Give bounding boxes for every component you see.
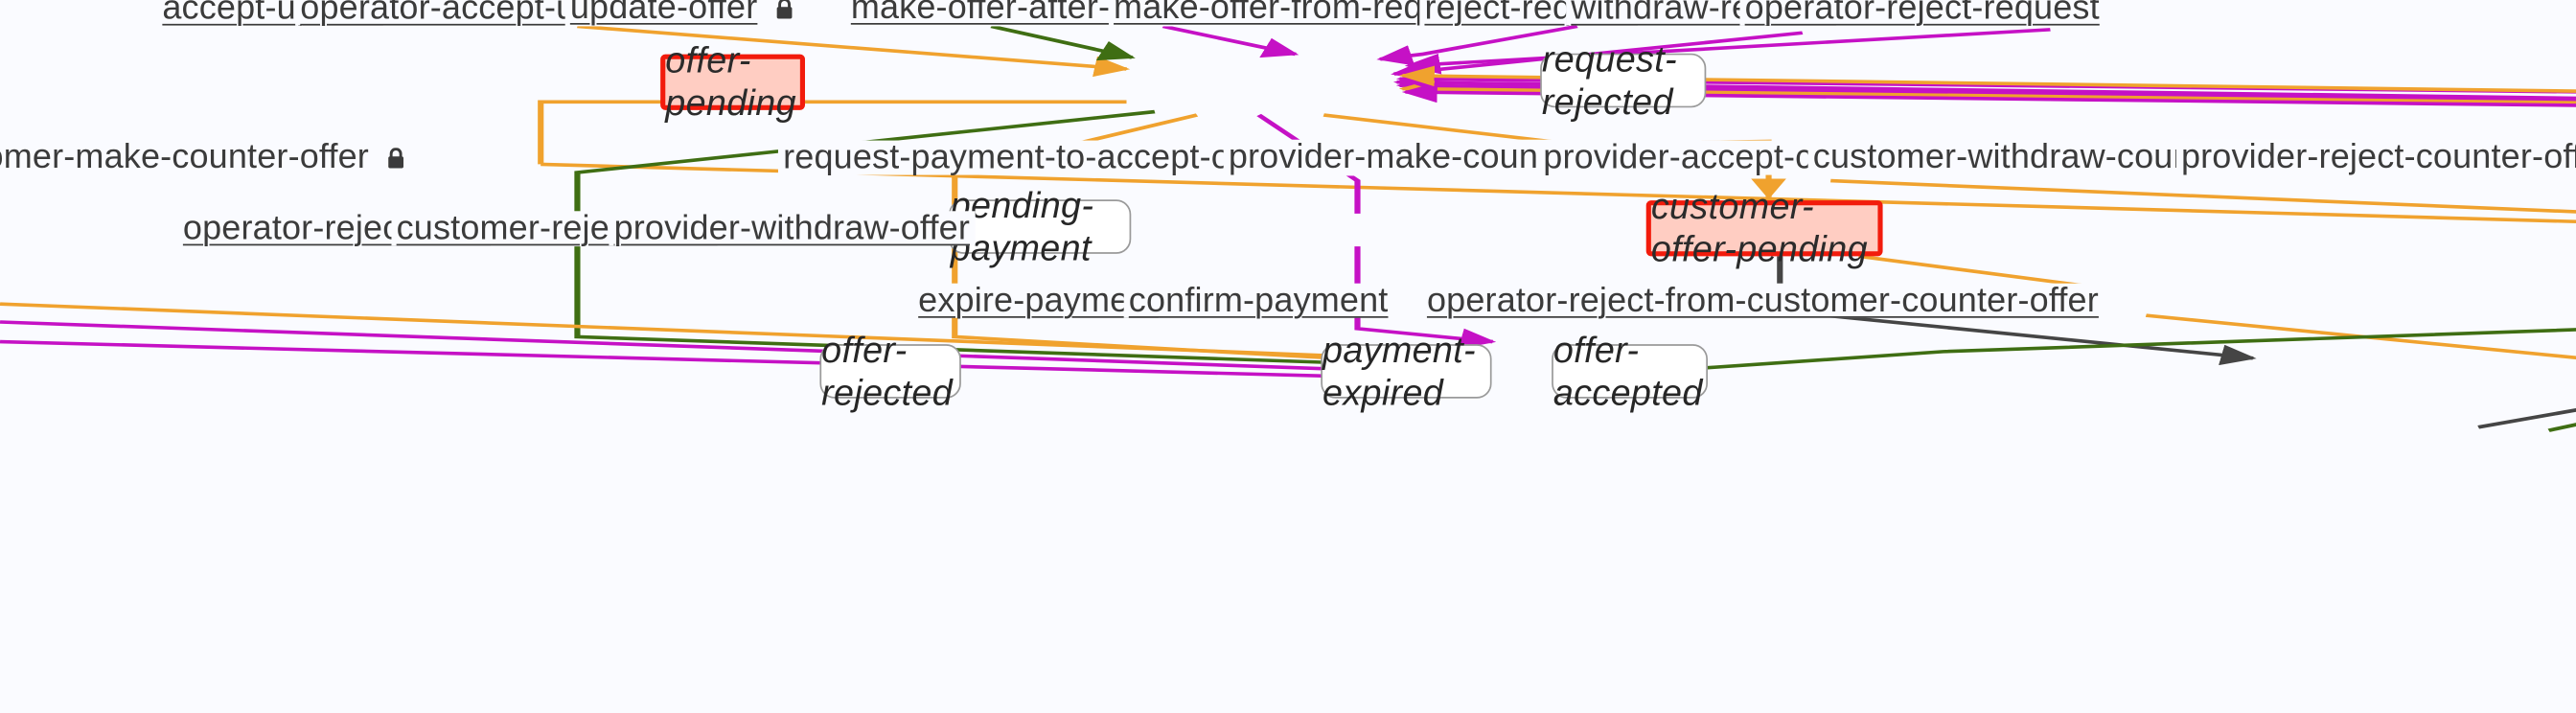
state-node-label: payment-expired xyxy=(1322,328,1476,413)
state-node-offer-accepted[interactable]: offer-accepted xyxy=(1552,329,1708,412)
edge-update-offer xyxy=(1162,24,1300,58)
diagram-canvas: offer-pending request-rejected pending-p… xyxy=(0,0,2576,432)
state-node-label: offer-rejected xyxy=(821,328,954,413)
edge-label-text: provider-withdraw-offer xyxy=(613,209,971,247)
edge-operator-accept-update xyxy=(990,24,1136,61)
edge-expire-payment-2 xyxy=(1824,313,2257,366)
lock-icon xyxy=(387,141,405,175)
edge-oa-green-in xyxy=(2547,423,2576,432)
state-node-customer-offer-pending[interactable]: customer-offer-pending xyxy=(1645,186,1883,269)
edge-label-text: customer-make-counter-offer xyxy=(0,138,369,176)
state-node-offer-pending[interactable]: offer-pending xyxy=(660,39,805,124)
state-node-label: customer-offer-pending xyxy=(1650,185,1868,270)
edge-label-text: update-offer xyxy=(569,0,758,27)
state-node-pending-payment[interactable]: pending-payment xyxy=(949,184,1132,267)
edge-orange-into-cop xyxy=(1829,178,2576,214)
state-node-label: pending-payment xyxy=(950,184,1094,268)
edge-label-text: operator-reject-request xyxy=(1744,0,2100,28)
edge-label-operator-reject-request[interactable]: operator-reject-request xyxy=(1739,0,2104,28)
edge-label-text: expire-payment xyxy=(918,282,1159,320)
edge-label-confirm-payment[interactable]: confirm-payment xyxy=(1123,282,1393,320)
edge-operator-reject-from-ccо-2 xyxy=(1652,328,2576,380)
edge-label-expire-payment[interactable]: expire-payment xyxy=(913,284,1163,318)
edge-oa-dark-in xyxy=(2477,408,2576,429)
edge-label-operator-reject-from-customer-counter-offer[interactable]: operator-reject-from-customer-counter-of… xyxy=(1421,282,2104,320)
edge-label-text: provider-reject-counter-offer xyxy=(2180,138,2576,176)
edge-label-update-offer[interactable]: update-offer xyxy=(564,0,799,27)
edge-label-text: confirm-payment xyxy=(1128,282,1389,320)
edge-label-text: operator-reject-from-customer-counter-of… xyxy=(1426,282,2099,320)
edge-label-request-payment-to-accept-offer[interactable]: request-payment-to-accept-offer xyxy=(777,138,1286,177)
edge-bottom-magenta-in xyxy=(0,320,1401,381)
state-node-request-rejected[interactable]: request-rejected xyxy=(1540,37,1707,122)
edge-label-provider-reject-counter-offer[interactable]: provider-reject-counter-offer xyxy=(2175,138,2576,176)
edge-bottom-magenta-in2 xyxy=(0,339,1404,388)
edge-label-provider-withdraw-offer[interactable]: provider-withdraw-offer xyxy=(609,209,976,247)
state-node-offer-rejected[interactable]: offer-rejected xyxy=(819,329,961,412)
state-node-label: offer-pending xyxy=(665,39,796,124)
lock-icon xyxy=(775,0,794,26)
state-node-label: request-rejected xyxy=(1541,37,1677,122)
edge-confirm-payment-2 xyxy=(2145,313,2576,360)
edge-label-customer-make-counter-offer[interactable]: customer-make-counter-offer xyxy=(0,140,410,176)
edge-label-text: request-payment-to-accept-offer xyxy=(783,138,1281,177)
edge-make-offer-from-request xyxy=(1404,28,2051,75)
state-node-payment-expired[interactable]: payment-expired xyxy=(1321,329,1492,412)
state-node-label: offer-accepted xyxy=(1552,328,1703,413)
